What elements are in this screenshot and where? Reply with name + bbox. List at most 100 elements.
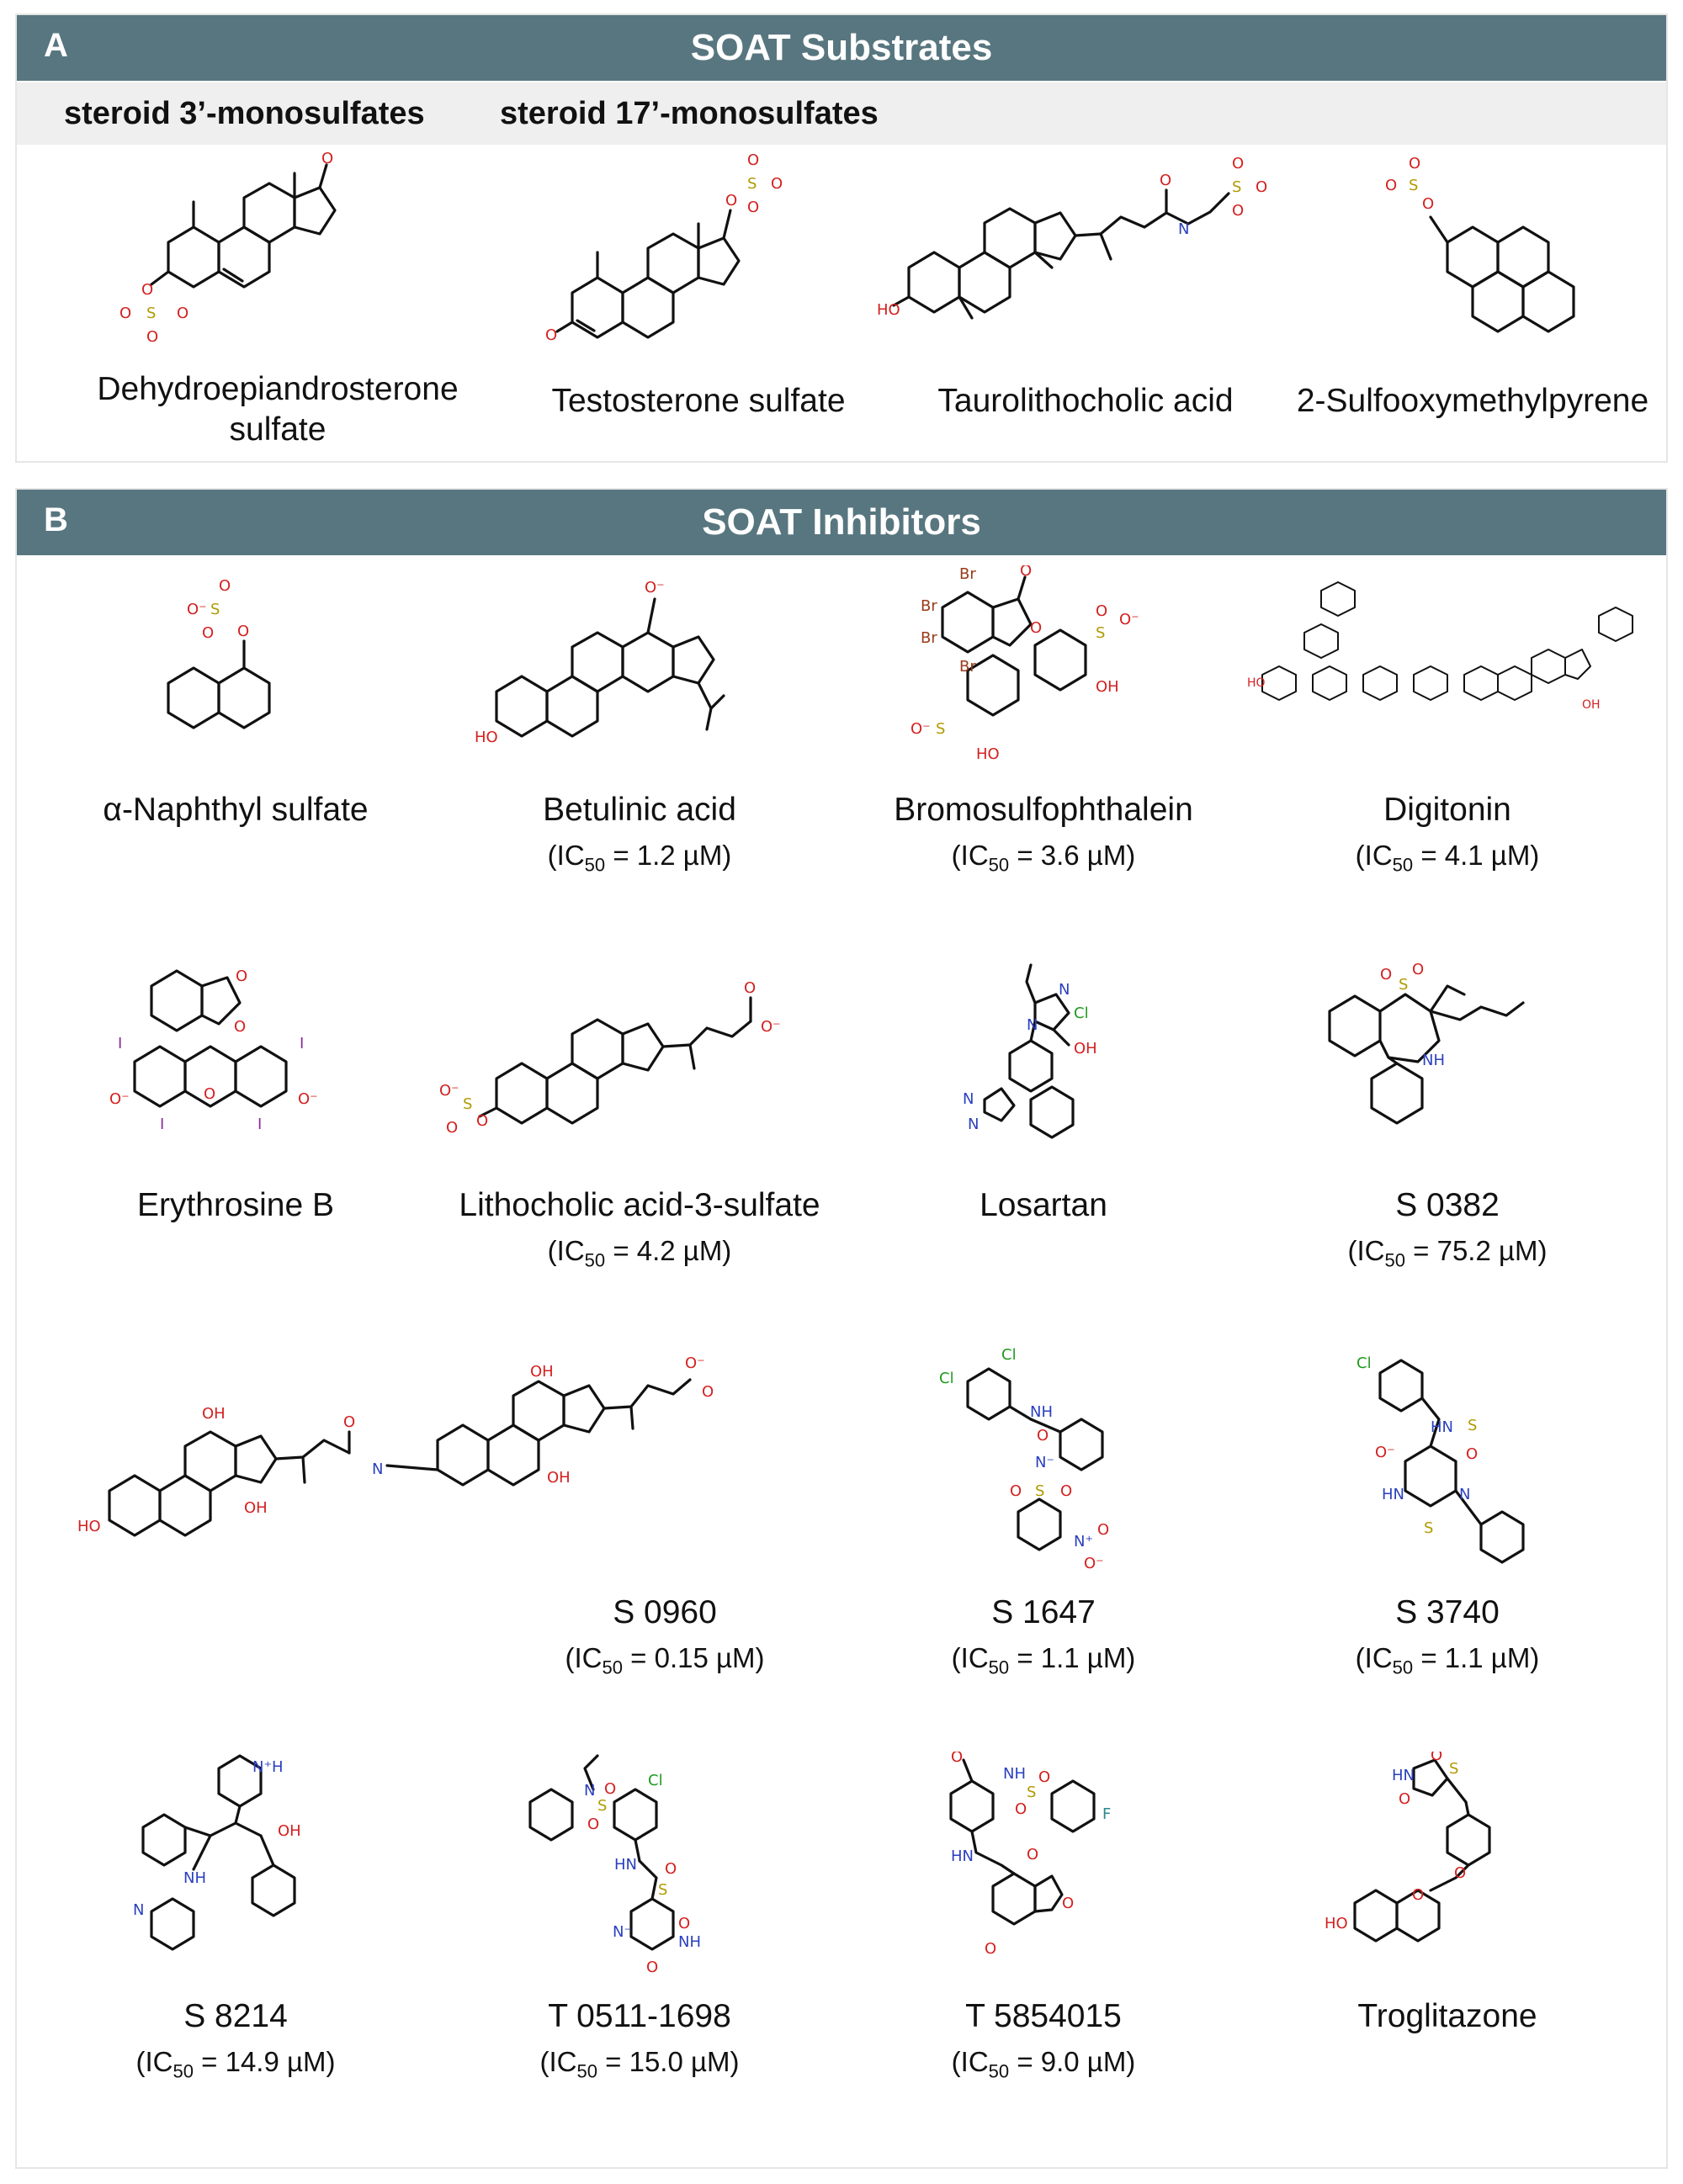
- compound-name: Erythrosine B: [136, 1187, 335, 1223]
- svg-text:S: S: [210, 601, 220, 618]
- svg-text:O: O: [665, 1860, 677, 1878]
- svg-text:Br: Br: [959, 658, 976, 676]
- compound-dhea-sulfate: O O S O O O Dehydroepiandrosterone sulfa…: [34, 150, 522, 461]
- sulfonamide-structure-icon: Cl Cl NH O N⁻ S O O N⁺ O O⁻: [939, 1348, 1109, 1572]
- svg-text:Br: Br: [921, 597, 937, 615]
- svg-text:N⁺H: N⁺H: [252, 1758, 284, 1776]
- svg-text:NH: NH: [678, 1933, 701, 1951]
- svg-text:O⁻: O⁻: [1119, 611, 1139, 628]
- svg-text:O: O: [1096, 602, 1107, 620]
- svg-text:O: O: [1256, 178, 1267, 196]
- svg-text:HO: HO: [1325, 1915, 1348, 1932]
- svg-text:O⁻: O⁻: [298, 1090, 318, 1108]
- svg-text:OH: OH: [278, 1822, 301, 1840]
- svg-text:O: O: [234, 1018, 246, 1036]
- svg-text:S: S: [1409, 177, 1418, 194]
- compound-erythrosine-b: O O O I I I I O⁻ O⁻ Erythrosine B: [34, 961, 438, 1331]
- compound-name: T 5854015: [965, 1998, 1122, 2034]
- panel-a-header: A SOAT Substrates: [17, 15, 1666, 81]
- losartan-structure-icon: N N Cl OH N N: [963, 963, 1097, 1139]
- svg-text:O: O: [646, 1959, 658, 1976]
- compound-taurolithocholic-acid: O N S O O O HO Taurolithocholic acid: [875, 150, 1296, 461]
- svg-text:I: I: [118, 1035, 122, 1052]
- compound-s-3740: Cl HN S O⁻ O HN N S S 3740 (IC50 = 1.1 µ…: [1245, 1348, 1649, 1743]
- svg-text:OH: OH: [1096, 678, 1119, 696]
- svg-text:O: O: [1454, 1864, 1466, 1882]
- svg-text:NH: NH: [1003, 1765, 1026, 1783]
- compound-naphthyl-sulfate: O S O⁻ O O α-Naphthyl sulfate: [34, 565, 438, 936]
- bile-acid-sulfate-structure-icon: O O⁻ S O⁻ O O: [439, 979, 781, 1137]
- svg-text:O: O: [725, 192, 737, 209]
- compound-ic50: (IC50 = 14.9 µM): [135, 2046, 336, 2082]
- svg-text:O: O: [587, 1816, 599, 1833]
- compound-s-8214: N⁺H OH NH N S 8214 (IC50 = 14.9 µM): [34, 1752, 438, 2147]
- svg-text:HN: HN: [1431, 1418, 1453, 1436]
- compound-name: T 0511-1698: [548, 1998, 731, 2034]
- sulfonamide-triazine-structure-icon: N S O O Cl HN O S O NH N⁻ O: [528, 1754, 701, 1976]
- svg-text:S: S: [1399, 976, 1408, 994]
- svg-text:OH: OH: [1582, 698, 1601, 712]
- svg-text:Cl: Cl: [1074, 1005, 1089, 1022]
- triterpenoid-structure-icon: O⁻ HO: [475, 579, 725, 746]
- svg-text:O: O: [1422, 195, 1434, 213]
- svg-text:O: O: [1037, 1427, 1049, 1445]
- svg-text:O⁻: O⁻: [1375, 1444, 1395, 1461]
- svg-text:O⁻: O⁻: [439, 1082, 459, 1100]
- svg-text:O⁻: O⁻: [685, 1354, 705, 1372]
- svg-text:S: S: [1096, 624, 1105, 642]
- svg-text:N⁻: N⁻: [1035, 1454, 1054, 1471]
- svg-text:N: N: [1027, 1016, 1038, 1034]
- svg-text:O: O: [1409, 155, 1420, 172]
- svg-text:S: S: [1468, 1417, 1477, 1434]
- benzothiazepine-structure-icon: S O O NH: [1328, 961, 1525, 1125]
- compound-losartan: N N Cl OH N N Losartan: [842, 961, 1245, 1331]
- compound-ic50: (IC50 = 1.2 µM): [547, 840, 732, 876]
- svg-text:HN: HN: [1392, 1767, 1415, 1784]
- svg-text:NH: NH: [1030, 1403, 1053, 1421]
- compound-sulfooxymethylpyrene: O S O O 2-Sulfooxymethylpyrene: [1279, 150, 1666, 461]
- svg-text:I: I: [300, 1035, 304, 1052]
- panel-b-header: B SOAT Inhibitors: [17, 490, 1666, 555]
- compound-name: 2-Sulfooxymethylpyrene: [1296, 383, 1649, 419]
- panel-b-title: SOAT Inhibitors: [702, 501, 981, 543]
- panel-b-inhibitors: B SOAT Inhibitors O S O⁻ O O α-Naphthyl …: [15, 488, 1668, 2169]
- compound-name: S 3740: [1395, 1594, 1500, 1630]
- svg-text:S: S: [1027, 1784, 1036, 1801]
- svg-text:O: O: [545, 326, 557, 344]
- svg-text:S: S: [1232, 178, 1241, 196]
- svg-text:HO: HO: [976, 745, 1000, 763]
- svg-text:Cl: Cl: [1356, 1354, 1372, 1372]
- bile-acid-dimer-structure-icon: O N HO OH OH OH OH O⁻ O: [77, 1354, 714, 1537]
- svg-text:O: O: [343, 1413, 355, 1431]
- compound-name: S 0382: [1395, 1187, 1500, 1223]
- compound-s-0382: S O O NH S 0382 (IC50 = 75.2 µM): [1245, 961, 1649, 1331]
- svg-text:O: O: [1232, 202, 1244, 220]
- group-label-17-monosulfates: steroid 17’-monosulfates: [500, 96, 879, 131]
- svg-text:HO: HO: [475, 729, 498, 746]
- svg-text:N: N: [133, 1901, 144, 1919]
- compound-ic50: (IC50 = 3.6 µM): [951, 840, 1136, 876]
- svg-text:O: O: [747, 151, 759, 169]
- compound-t-5854015: O NH S O O F HN O O O T 5854015 (IC50 = …: [842, 1752, 1245, 2147]
- compound-testosterone-sulfate: O O S O O O Testosterone sulfate: [522, 150, 875, 461]
- svg-text:N⁻: N⁻: [613, 1923, 632, 1941]
- svg-text:OH: OH: [530, 1363, 554, 1381]
- svg-text:I: I: [160, 1116, 164, 1133]
- svg-text:N: N: [963, 1090, 974, 1108]
- svg-text:N: N: [1059, 981, 1070, 999]
- svg-text:O: O: [146, 328, 158, 346]
- svg-text:S: S: [146, 305, 156, 322]
- compound-ic50: (IC50 = 0.15 µM): [565, 1642, 765, 1678]
- pyrene-structure-icon: O S O O: [1385, 155, 1575, 333]
- svg-text:O⁻: O⁻: [645, 579, 665, 596]
- svg-text:HN: HN: [951, 1847, 974, 1865]
- compound-ic50: (IC50 = 4.2 µM): [547, 1235, 732, 1271]
- svg-text:O⁻: O⁻: [187, 601, 207, 618]
- compound-troglitazone: O S HN O O O HO Troglitazone: [1245, 1752, 1649, 2147]
- compound-s-0960: O N HO OH OH OH OH O⁻ O S 0960 (IC50 = 0…: [34, 1348, 842, 1743]
- svg-text:S: S: [463, 1095, 472, 1113]
- compound-s-1647: Cl Cl NH O N⁻ S O O N⁺ O O⁻ S 1647 (IC50…: [842, 1348, 1245, 1743]
- svg-text:O⁻: O⁻: [761, 1018, 781, 1036]
- svg-text:O: O: [237, 623, 249, 640]
- svg-text:S: S: [597, 1797, 607, 1815]
